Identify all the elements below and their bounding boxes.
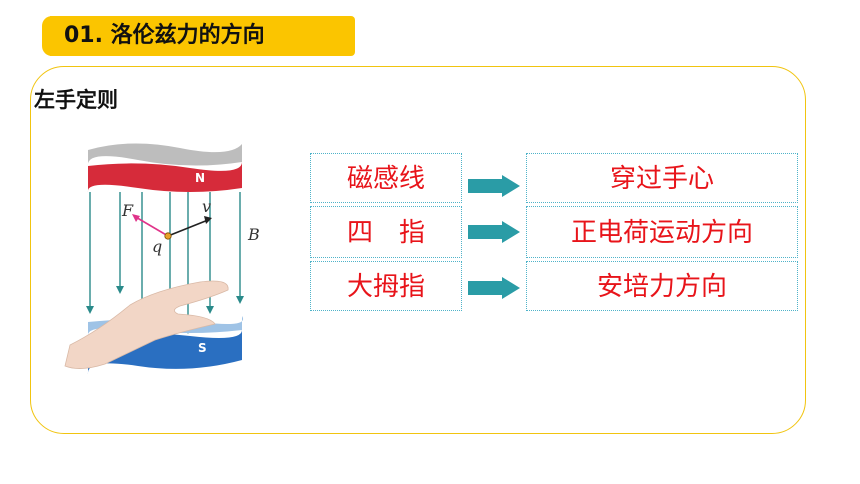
velocity-label: v xyxy=(202,197,211,216)
title-bar: 01. 洛伦兹力的方向 xyxy=(42,16,355,56)
magnet-n-label: N xyxy=(195,171,205,185)
field-label: B xyxy=(247,225,260,244)
arrow-right-icon xyxy=(468,221,520,243)
rule-right-cell: 正电荷运动方向 xyxy=(526,206,798,258)
magnet-s-label: S xyxy=(198,341,207,355)
magnet-n-body xyxy=(87,162,242,192)
magnet-n-top xyxy=(87,143,242,166)
charge-dot xyxy=(164,232,172,240)
rule-left-cell: 磁感线 xyxy=(310,153,462,203)
velocity-arrowhead xyxy=(204,216,212,224)
force-vector xyxy=(133,215,169,237)
page-title: 01. 洛伦兹力的方向 xyxy=(64,23,265,48)
content-panel xyxy=(30,66,806,434)
arrow-right-icon xyxy=(468,175,520,197)
rule-left-cell: 大拇指 xyxy=(310,261,462,311)
hand-shape xyxy=(64,280,229,369)
velocity-vector xyxy=(167,219,209,237)
charge-label: q xyxy=(152,237,162,256)
rule-left-cell: 四 指 xyxy=(310,206,462,258)
rule-right-cell: 穿过手心 xyxy=(526,153,798,203)
force-label: F xyxy=(121,201,134,220)
force-arrowhead xyxy=(132,214,140,222)
section-title: 左手定则 xyxy=(34,88,118,112)
arrow-right-icon xyxy=(468,277,520,299)
rule-right-cell: 安培力方向 xyxy=(526,261,798,311)
left-hand-rule-illustration: N S F v q B xyxy=(64,143,260,374)
